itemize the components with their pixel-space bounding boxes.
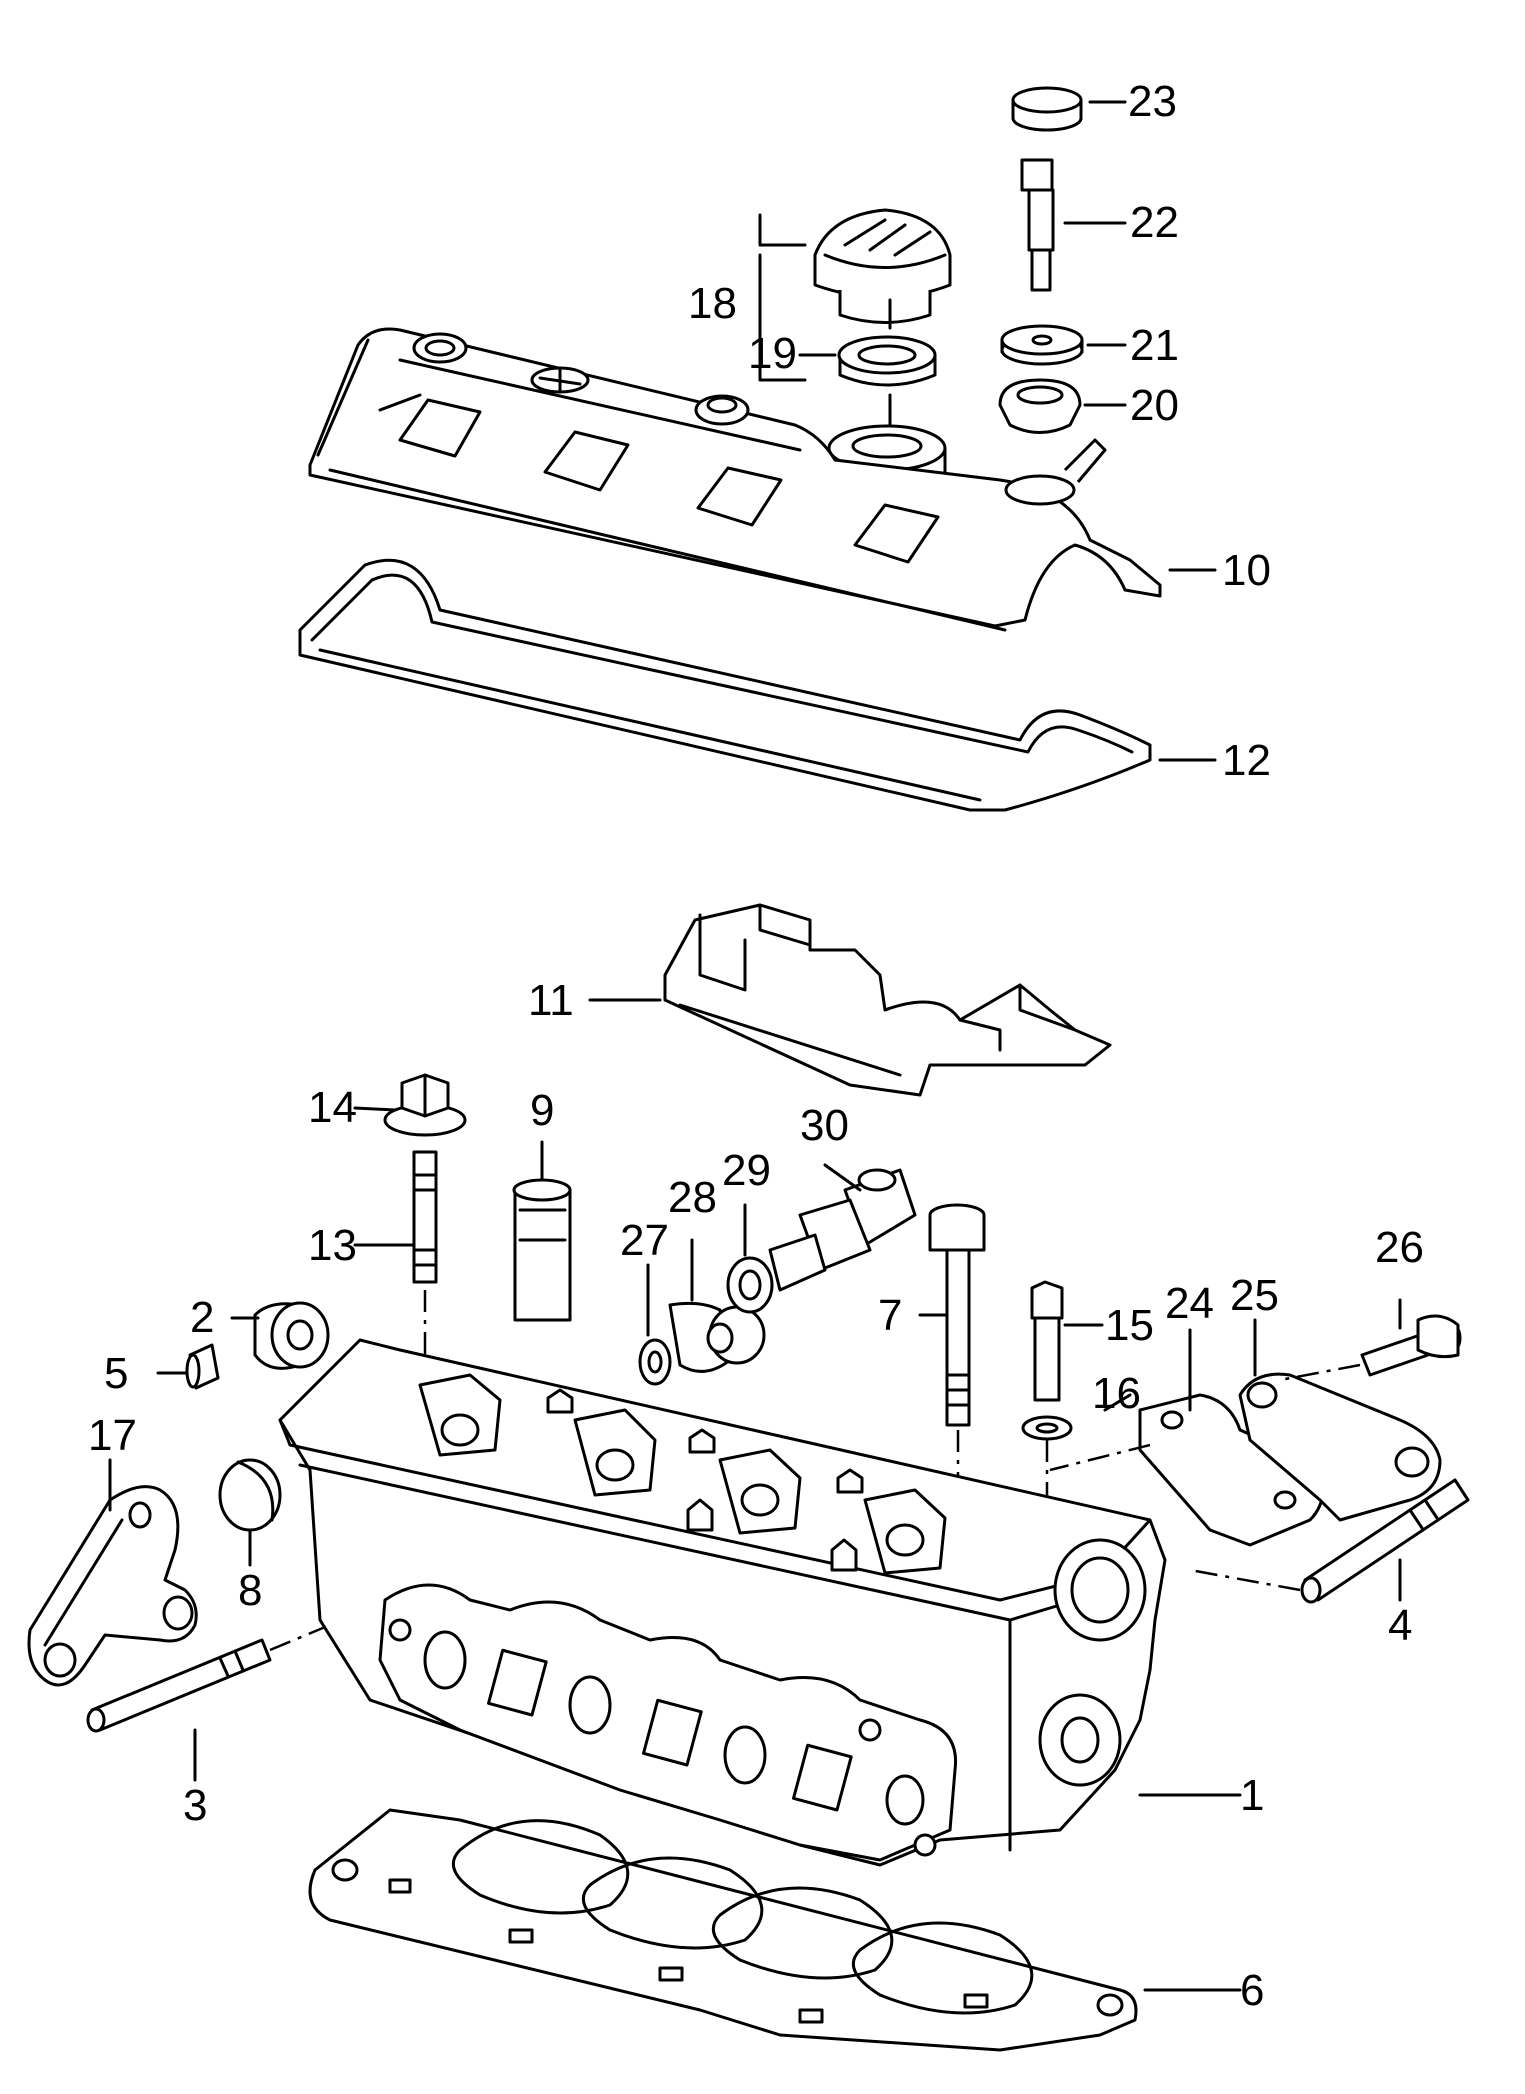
callout-28: 28 [668,1173,717,1222]
part-19-seal[interactable] [837,335,937,387]
callout-10: 10 [1222,546,1271,595]
callout-22: 22 [1130,198,1179,247]
part-3-stud[interactable] [86,1638,272,1733]
callout-19: 19 [748,329,797,378]
callout-12: 12 [1222,736,1271,785]
part-14-nut[interactable] [383,1073,467,1137]
callout-8: 8 [238,1566,262,1615]
part-30-sender[interactable] [768,1168,917,1292]
part-21-washer[interactable] [1000,324,1084,366]
callout-27: 27 [620,1216,669,1265]
callout-5: 5 [104,1349,128,1398]
callout-29: 29 [722,1146,771,1195]
callout-14: 14 [308,1083,357,1132]
callout-25: 25 [1230,1271,1279,1320]
part-15-bolt[interactable] [1030,1280,1064,1402]
part-4-stud[interactable] [1300,1478,1470,1604]
callout-6: 6 [1240,1966,1264,2015]
part-12-gasket[interactable] [298,558,1152,812]
part-13-stud[interactable] [412,1150,438,1284]
callout-24: 24 [1165,1279,1214,1328]
callout-20: 20 [1130,381,1179,430]
part-2-bearing[interactable] [253,1301,330,1370]
callout-26: 26 [1375,1223,1424,1272]
part-23-cap[interactable] [1011,86,1083,132]
callout-1: 1 [1240,1771,1264,1820]
callout-4: 4 [1388,1601,1412,1650]
callout-23: 23 [1128,77,1177,126]
callout-3: 3 [183,1781,207,1830]
part-9-lifter[interactable] [512,1178,572,1322]
part-8-plug[interactable] [218,1458,282,1532]
part-28-plug[interactable] [668,1301,766,1373]
callout-18: 18 [688,279,737,328]
part-18-filler-cap[interactable] [813,208,952,324]
leader-lines [108,100,1402,1992]
part-11-shield[interactable] [663,903,1112,1097]
callout-9: 9 [530,1086,554,1135]
part-20-grommet[interactable] [998,378,1082,434]
part-27-washer[interactable] [638,1338,672,1386]
part-26-bolt[interactable] [1360,1314,1462,1377]
part-1-cylinder-head[interactable] [278,1338,1167,1867]
part-10-valve-cover[interactable] [308,327,1162,632]
callout-21: 21 [1130,321,1179,370]
callout-16: 16 [1092,1369,1141,1418]
callout-15: 15 [1105,1301,1154,1350]
callout-13: 13 [308,1221,357,1270]
callout-30: 30 [800,1101,849,1150]
callout-labels: 23 22 21 20 18 19 10 12 11 14 9 30 29 28… [88,77,1424,2015]
callout-7: 7 [878,1291,902,1340]
callout-11: 11 [528,976,574,1025]
part-5-sleeve[interactable] [185,1343,220,1390]
part-17-bracket[interactable] [27,1485,198,1687]
part-25-cover[interactable] [1238,1372,1442,1522]
part-29-seal-ring[interactable] [726,1256,774,1314]
part-22-bolt[interactable] [1020,158,1055,292]
part-6-head-gasket[interactable] [308,1808,1138,2052]
callout-17: 17 [88,1411,137,1460]
part-7-bolt[interactable] [928,1203,986,1427]
part-16-washer[interactable] [1021,1415,1073,1441]
callout-2: 2 [190,1293,214,1342]
